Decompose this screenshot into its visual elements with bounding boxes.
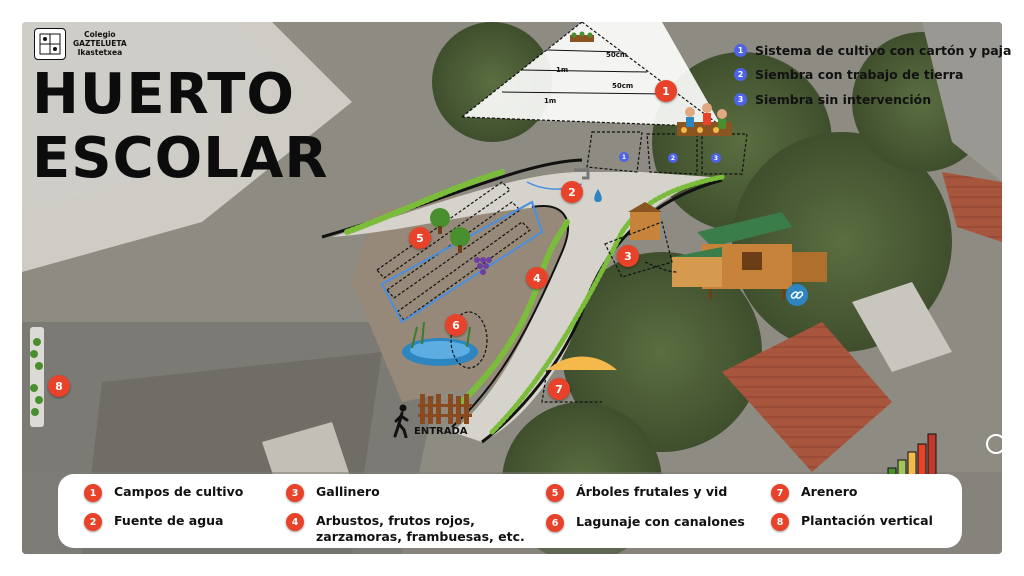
map-marker-3[interactable]: 3 [617,245,639,267]
map-marker-1[interactable]: 1 [655,80,677,102]
legend-num-5: 5 [546,484,564,502]
map-marker-7[interactable]: 7 [548,378,570,400]
pyramid-label-4: 1m [544,97,557,105]
bed-number-2: 2 [668,153,678,163]
school-name: Colegio GAZTELUETA Ikastetxea [73,30,127,57]
location-icon[interactable] [986,434,1006,454]
legend-num-8: 8 [771,513,789,531]
legend-label-4: Arbustos, frutos rojos, zarzamoras, fram… [316,513,525,544]
legend-item-5: 5 Árboles frutales y vid [546,484,727,502]
system-item-2: 2 Siembra con trabajo de tierra [734,67,963,82]
legend-num-3: 3 [286,484,304,502]
school-crest-icon [34,28,66,60]
legend-num-1: 1 [84,484,102,502]
pyramid-label-2: 1m [556,66,569,74]
legend-item-3: 3 Gallinero [286,484,380,502]
map-marker-5[interactable]: 5 [409,227,431,249]
legend-item-7: 7 Arenero [771,484,857,502]
legend-num-6: 6 [546,514,564,532]
pyramid-label-3: 50cm [612,82,634,90]
legend-label-8: Plantación vertical [801,513,933,528]
legend-item-2: 2 Fuente de agua [84,513,224,531]
legend-num-2: 2 [84,513,102,531]
pyramid-label-1: 50cm [606,51,628,59]
system-item-1: 1 Sistema de cultivo con cartón y paja [734,43,1011,58]
system-num-3: 3 [734,93,747,106]
legend-label-1: Campos de cultivo [114,484,244,499]
legend-num-7: 7 [771,484,789,502]
map-marker-2[interactable]: 2 [561,181,583,203]
bed-number-3: 3 [711,153,721,163]
legend-panel: 1 Campos de cultivo 2 Fuente de agua 3 G… [58,474,962,548]
title-line-2: ESCOLAR [32,126,329,191]
system-label-2: Siembra con trabajo de tierra [755,67,964,82]
walking-person-icon [392,404,412,442]
title-line-1: HUERTO [32,62,296,127]
legend-item-6: 6 Lagunaje con canalones [546,514,745,532]
school-name-line2: GAZTELUETA [73,39,127,48]
link-icon[interactable] [786,284,808,306]
school-name-line3: Ikastetxea [77,48,123,57]
legend-item-8: 8 Plantación vertical [771,513,933,531]
system-label-1: Sistema de cultivo con cartón y paja [755,43,1012,58]
legend-label-3: Gallinero [316,484,380,499]
system-num-2: 2 [734,68,747,81]
system-label-3: Siembra sin intervención [755,92,932,107]
legend-label-7: Arenero [801,484,858,499]
map-marker-4[interactable]: 4 [526,267,548,289]
legend-num-4: 4 [286,513,304,531]
legend-label-6: Lagunaje con canalones [576,514,745,529]
school-name-line1: Colegio [84,30,116,39]
legend-item-4: 4 Arbustos, frutos rojos, zarzamoras, fr… [286,513,526,545]
legend-item-1: 1 Campos de cultivo [84,484,243,502]
legend-label-5: Árboles frutales y vid [576,484,728,499]
system-item-3: 3 Siembra sin intervención [734,92,931,107]
system-num-1: 1 [734,44,747,57]
map-marker-8[interactable]: 8 [48,375,70,397]
entrance-label: ENTRADA [414,426,468,437]
legend-label-2: Fuente de agua [114,513,224,528]
bed-number-1: 1 [619,152,629,162]
map-marker-6[interactable]: 6 [445,314,467,336]
